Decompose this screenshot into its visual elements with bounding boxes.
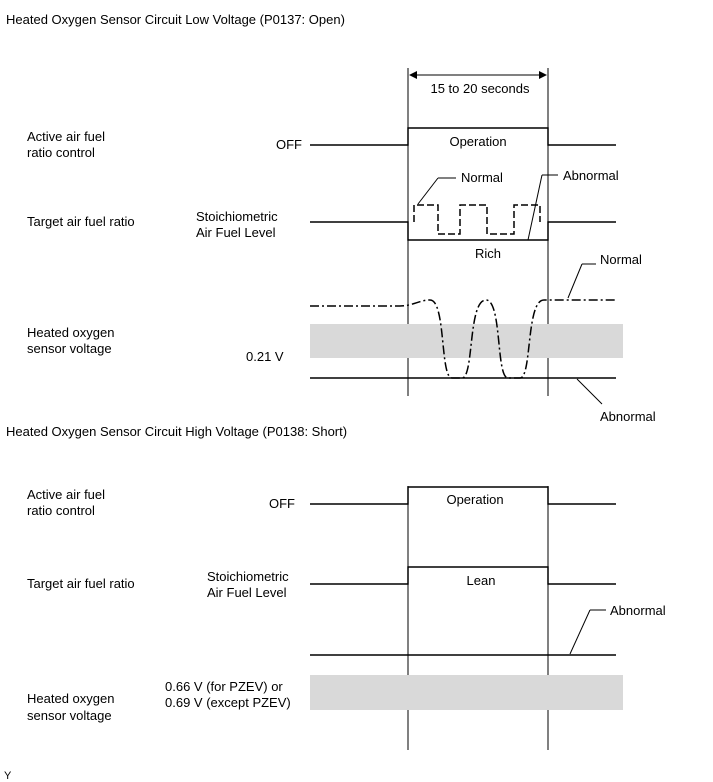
top-row2-level-line1: Stoichiometric bbox=[196, 209, 278, 224]
bottom-row2-level-line2: Air Fuel Level bbox=[207, 585, 287, 600]
top-row3-abnormal-label: Abnormal bbox=[600, 409, 656, 424]
top-row3-threshold-band bbox=[310, 324, 623, 358]
bottom-row2-label: Target air fuel ratio bbox=[27, 576, 135, 591]
top-row2-normal-signal bbox=[413, 204, 541, 235]
bottom-row3-label-line1: Heated oxygen bbox=[27, 691, 114, 706]
top-row2-abnormal-signal bbox=[310, 221, 616, 241]
bottom-row3-threshold-band bbox=[310, 675, 623, 710]
footer-mark: Y bbox=[4, 770, 12, 782]
bottom-title: Heated Oxygen Sensor Circuit High Voltag… bbox=[6, 424, 347, 439]
bottom-row1-label-line1: Active air fuel bbox=[27, 487, 105, 502]
bottom-row3-abnormal-label: Abnormal bbox=[610, 603, 666, 618]
bottom-row2-target-signal bbox=[310, 566, 616, 585]
top-row1-label-line1: Active air fuel bbox=[27, 129, 105, 144]
bottom-row2-lean-label: Lean bbox=[467, 573, 496, 588]
top-row3-normal-label: Normal bbox=[600, 252, 642, 267]
top-row2-label: Target air fuel ratio bbox=[27, 214, 135, 229]
top-row2-normal-label: Normal bbox=[461, 170, 503, 185]
bottom-row1-off-label: OFF bbox=[269, 496, 295, 511]
bottom-row1-label-line2: ratio control bbox=[27, 503, 95, 518]
top-row2-abnormal-label: Abnormal bbox=[563, 168, 619, 183]
top-row1-operation-label: Operation bbox=[449, 134, 506, 149]
top-row1-control-signal bbox=[310, 127, 616, 146]
top-row3-label-line1: Heated oxygen bbox=[27, 325, 114, 340]
top-row3-normal-signal bbox=[310, 299, 616, 379]
bottom-row1-operation-label: Operation bbox=[446, 492, 503, 507]
top-row2-level-line2: Air Fuel Level bbox=[196, 225, 276, 240]
top-row3-label-line2: sensor voltage bbox=[27, 341, 112, 356]
bottom-row3-threshold-line2: 0.69 V (except PZEV) bbox=[165, 695, 291, 710]
bottom-row3-threshold-line1: 0.66 V (for PZEV) or bbox=[165, 679, 283, 694]
duration-label: 15 to 20 seconds bbox=[430, 81, 530, 96]
top-row1-off-label: OFF bbox=[276, 137, 302, 152]
top-row1-label-line2: ratio control bbox=[27, 145, 95, 160]
top-row2-rich-label: Rich bbox=[475, 246, 501, 261]
bottom-row2-level-line1: Stoichiometric bbox=[207, 569, 289, 584]
bottom-row1-control-signal bbox=[310, 486, 616, 505]
bottom-row3-label-line2: sensor voltage bbox=[27, 708, 112, 723]
top-row3-threshold-label: 0.21 V bbox=[246, 349, 284, 364]
top-title: Heated Oxygen Sensor Circuit Low Voltage… bbox=[6, 12, 345, 27]
